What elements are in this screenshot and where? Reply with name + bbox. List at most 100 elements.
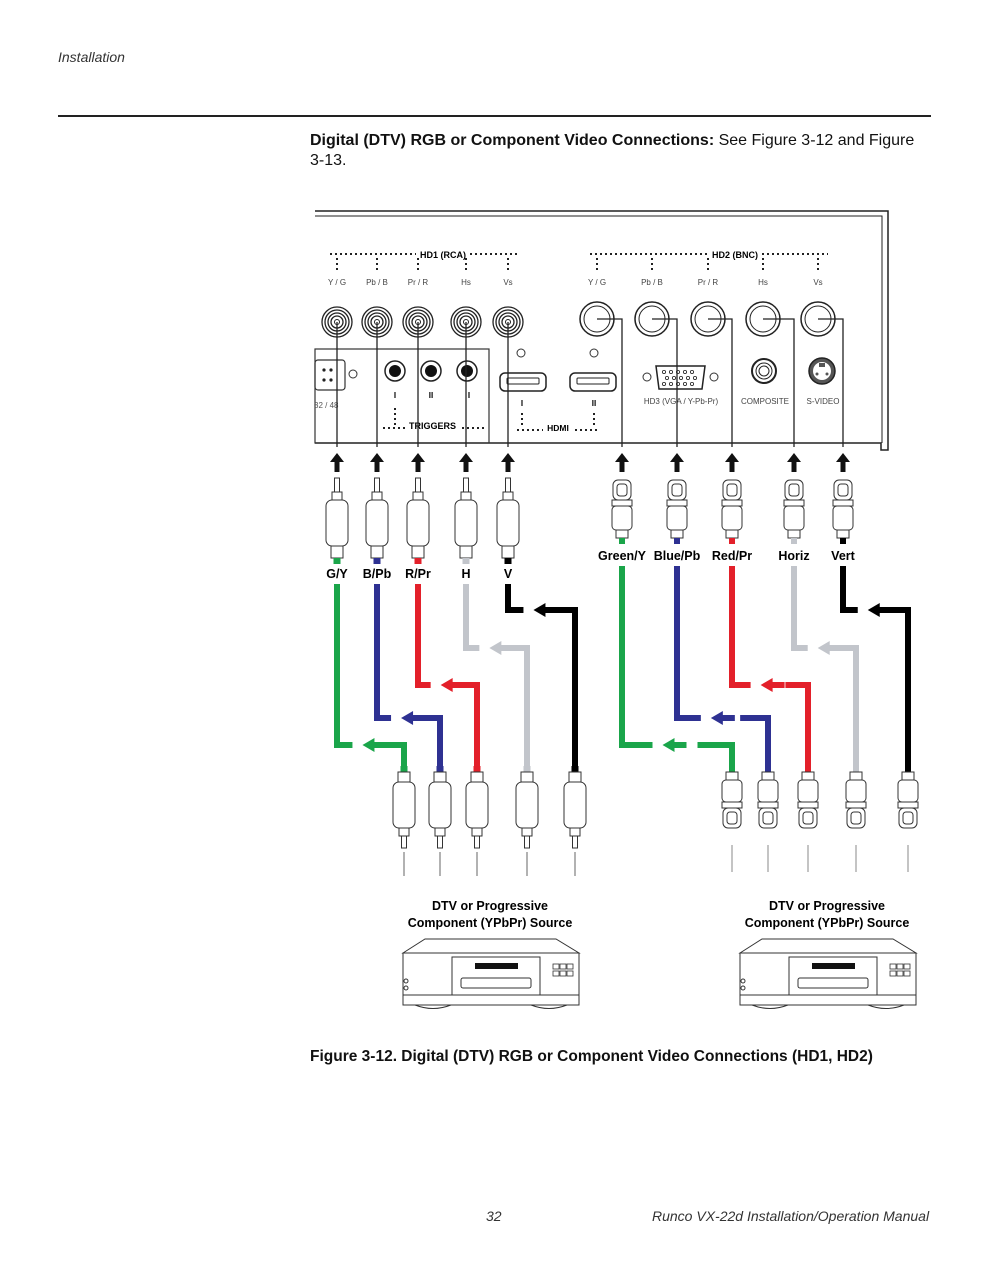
composite-label: COMPOSITE <box>741 397 789 406</box>
svideo-port <box>808 357 836 385</box>
trigger-jacks <box>384 360 478 382</box>
cable-route <box>415 584 480 766</box>
svideo-label: S-VIDEO <box>807 397 840 406</box>
cable-route <box>505 584 578 766</box>
intro-paragraph: Digital (DTV) RGB or Component Video Con… <box>310 131 920 171</box>
hd2-port-label: Vs <box>813 278 822 287</box>
intro-text: See Figure 3-12 and Figure 3-13. <box>310 132 915 169</box>
left-arrow-icon <box>440 678 465 692</box>
rs232-label: 32 / 48 <box>314 401 339 410</box>
up-arrow-icon <box>411 453 425 472</box>
source-label-line2: Component (YPbPr) Source <box>408 916 573 930</box>
rca-cable-label: R/Pr <box>405 567 431 581</box>
rca-cable-label: G/Y <box>326 567 348 581</box>
page-number: 32 <box>486 1208 502 1224</box>
section-header: Installation <box>58 49 125 65</box>
source-label-line1: DTV or Progressive <box>432 899 548 913</box>
rca-plug-icon <box>515 766 539 849</box>
triggers-label: TRIGGERS <box>409 421 456 431</box>
composite-port <box>751 358 777 384</box>
up-arrow-icon <box>501 453 515 472</box>
up-arrow-icon <box>370 453 384 472</box>
cable-route <box>840 566 911 766</box>
left-arrow-icon <box>867 603 892 617</box>
rca-plug-icon <box>365 477 389 564</box>
cable-route <box>463 584 530 766</box>
up-arrow-icon <box>836 453 850 472</box>
hd1-port-label: Vs <box>503 278 512 287</box>
hd2-group-label: HD2 (BNC) <box>712 250 758 260</box>
bnc-plug-icon <box>721 479 743 544</box>
hdmi-numeral-1: I <box>521 399 523 408</box>
up-arrow-icon <box>459 453 473 472</box>
left-arrow-icon <box>662 738 687 752</box>
bnc-cable-label: Red/Pr <box>712 549 752 563</box>
rca-plug-icon <box>406 477 430 564</box>
hdmi-port-1 <box>499 372 547 392</box>
up-arrow-icon <box>330 453 344 472</box>
up-arrow-icon <box>670 453 684 472</box>
cable-route <box>374 584 443 766</box>
hd3-vga-port <box>642 365 719 390</box>
hd1-port-label: Pr / R <box>408 278 429 287</box>
cable-route <box>619 566 735 766</box>
intro-heading: Digital (DTV) RGB or Component Video Con… <box>310 132 715 149</box>
hd2-port-label: Pb / B <box>641 278 663 287</box>
hd1-group-label: HD1 (RCA) <box>420 250 466 260</box>
bnc-plug-icon <box>611 479 633 544</box>
hd2-port-label: Hs <box>758 278 768 287</box>
hd3-label: HD3 (VGA / Y-Pb-Pr) <box>644 397 719 406</box>
left-arrow-icon <box>710 711 735 725</box>
hdmi-numeral-2: II <box>592 399 596 408</box>
hdmi-port-2 <box>569 372 617 392</box>
bnc-cable-label: Horiz <box>778 549 809 563</box>
rca-plug-icon <box>454 477 478 564</box>
source-label-line1: DTV or Progressive <box>769 899 885 913</box>
cable-route <box>334 584 407 766</box>
bnc-plug-icon <box>666 479 688 544</box>
trigger-numeral-3: I <box>468 391 470 400</box>
left-arrow-icon <box>533 603 558 617</box>
left-arrow-icon <box>401 711 426 725</box>
hd1-port-label: Y / G <box>328 278 346 287</box>
bnc-cable-label: Vert <box>831 549 855 563</box>
trigger-numeral-1: I <box>394 391 396 400</box>
bnc-cable-label: Blue/Pb <box>654 549 701 563</box>
bnc-plug-icon <box>757 766 779 829</box>
rca-plug-icon <box>496 477 520 564</box>
hd1-port-label: Hs <box>461 278 471 287</box>
rear-panel: HD1 (RCA) HD2 (BNC) Y / G Pb / B Pr / R Hs V… <box>314 210 889 451</box>
trigger-numeral-2: II <box>429 391 433 400</box>
bnc-plug-icon <box>897 766 919 829</box>
rca-cable-label: H <box>461 567 470 581</box>
figure-caption: Figure 3-12. Digital (DTV) RGB or Compon… <box>310 1048 873 1065</box>
left-arrow-icon <box>489 641 514 655</box>
cable-route <box>674 566 771 766</box>
bnc-plug-icon <box>845 766 867 829</box>
rca-plug-icon <box>325 477 349 564</box>
source-label-line2: Component (YPbPr) Source <box>745 916 910 930</box>
hd2-port-label: Pr / R <box>698 278 719 287</box>
rca-plug-icon <box>428 766 452 849</box>
rca-plug-icon <box>465 766 489 849</box>
bnc-plug-icon <box>832 479 854 544</box>
hdmi-label: HDMI <box>547 423 569 433</box>
left-arrow-icon <box>362 738 387 752</box>
up-arrow-icon <box>787 453 801 472</box>
cable-route <box>729 566 811 766</box>
left-arrow-icon <box>817 641 842 655</box>
hd2-port-label: Y / G <box>588 278 606 287</box>
rca-plug-icon <box>563 766 587 849</box>
bnc-plug-icon <box>797 766 819 829</box>
rca-cable-label: V <box>504 567 513 581</box>
bnc-cable-label: Green/Y <box>598 549 647 563</box>
bnc-plug-icon <box>721 766 743 829</box>
up-arrow-icon <box>615 453 629 472</box>
left-arrow-icon <box>760 678 785 692</box>
hd1-port-label: Pb / B <box>366 278 388 287</box>
manual-title: Runco VX-22d Installation/Operation Manu… <box>652 1208 930 1224</box>
up-arrow-icon <box>725 453 739 472</box>
